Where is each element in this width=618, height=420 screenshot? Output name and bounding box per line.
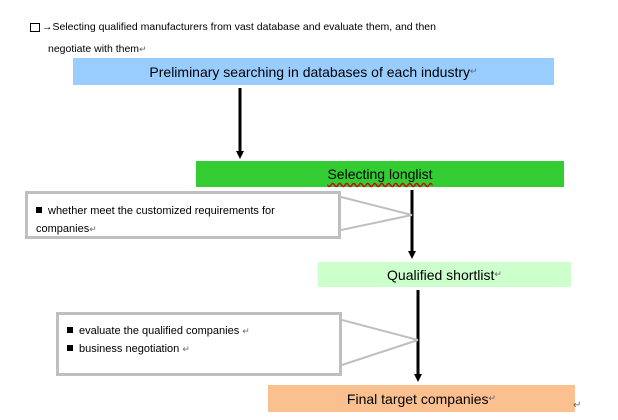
callout-1-text-cont: companies (36, 223, 90, 235)
callout-1-text: whether meet the customized requirements… (48, 205, 275, 217)
paragraph-mark-icon: ↵ (242, 326, 250, 336)
callout-2-item-1-text: evaluate the qualified companies (79, 325, 240, 337)
square-bullet-icon (67, 345, 73, 351)
step-2-label: Selecting longlist (327, 166, 433, 182)
step-1-label: Preliminary searching in databases of ea… (149, 63, 471, 80)
step-preliminary-search: Preliminary searching in databases of ea… (73, 58, 554, 85)
step-final-target-companies: Final target companies↵ (268, 385, 575, 412)
intro-paragraph: →Selecting qualified manufacturers from … (30, 16, 590, 60)
paragraph-mark-icon: ↵ (470, 66, 478, 76)
step-3-label: Qualified shortlist (387, 266, 495, 283)
square-bullet-icon (67, 327, 73, 333)
paragraph-mark-icon: ↵ (488, 393, 497, 403)
callout1-pointer-top (340, 196, 413, 216)
square-bullet-icon (36, 207, 42, 213)
callout-1-line-1: whether meet the customized requirements… (36, 202, 330, 220)
paragraph-mark-icon: ↵ (182, 344, 190, 354)
step-qualified-shortlist: Qualified shortlist↵ (318, 262, 571, 287)
callout-2-item-2-text: business negotiation (79, 343, 180, 355)
callout-2-item-1: evaluate the qualified companies ↵ (67, 322, 331, 340)
callout1-pointer-bottom (340, 214, 413, 231)
callout-evaluation: evaluate the qualified companies ↵ busin… (56, 312, 342, 376)
callout-1-line-2: companies↵ (36, 220, 330, 238)
callout-2-item-2: business negotiation ↵ (67, 340, 331, 358)
step-4-label: Final target companies (346, 390, 489, 407)
end-paragraph-mark-icon: ↵ (573, 400, 582, 411)
intro-line-2-text: negotiate with them (48, 43, 140, 55)
intro-line-2: negotiate with them↵ (30, 38, 590, 60)
paragraph-mark-icon: ↵ (89, 224, 97, 234)
intro-line-1-text: →Selecting qualified manufacturers from … (42, 21, 436, 33)
intro-line-1: →Selecting qualified manufacturers from … (30, 16, 590, 38)
callout2-pointer-top (341, 319, 419, 341)
paragraph-mark-icon: ↵ (139, 44, 147, 54)
step-selecting-longlist: Selecting longlist (196, 161, 564, 187)
callout-requirements: whether meet the customized requirements… (25, 191, 341, 239)
callout2-pointer-bottom (341, 339, 419, 366)
paragraph-mark-icon: ↵ (494, 269, 502, 279)
checkbox-bullet-icon (30, 22, 40, 32)
